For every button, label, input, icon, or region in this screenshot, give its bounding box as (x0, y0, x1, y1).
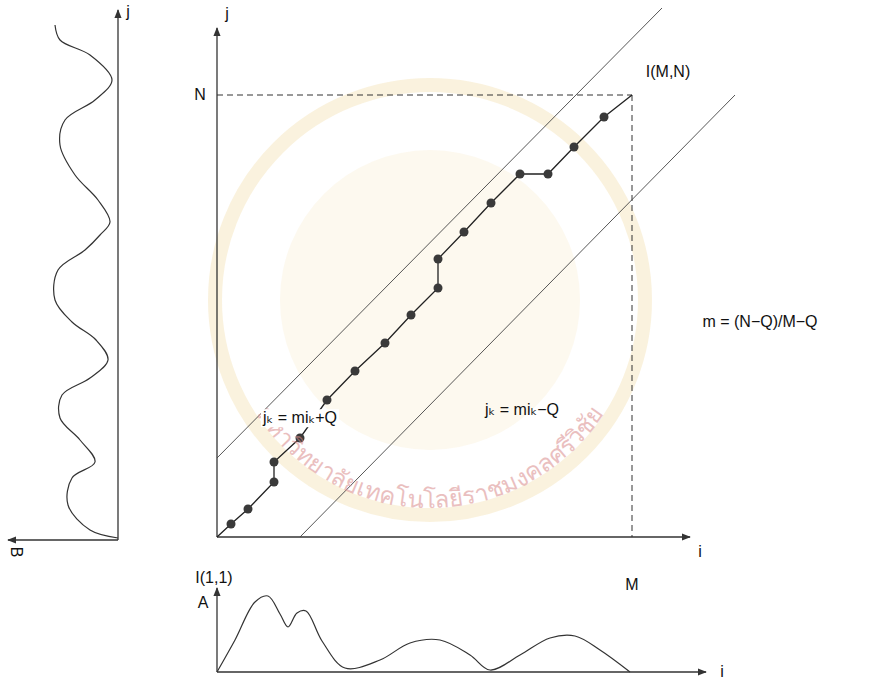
axis-label: j (126, 3, 130, 21)
watermark: มหาวิทยาลัยเทคโนโลยีราชมงคลศรีวิชัย (251, 401, 610, 514)
a-axis-i (217, 671, 706, 672)
path-point (323, 396, 332, 405)
signal-b (54, 25, 118, 538)
slope-equation: m = (N−Q)/M−Q (702, 313, 817, 331)
axis-label: j (225, 5, 229, 23)
path-point (296, 434, 305, 443)
window-equation: jₖ = miₖ+Q (261, 409, 339, 427)
path-point (570, 143, 579, 152)
a-axis-amplitude (216, 588, 217, 672)
signal-a (217, 596, 630, 672)
path-point (381, 339, 390, 348)
axis-value: M (625, 576, 638, 594)
corner-label: I(M,N) (646, 63, 690, 81)
axis-label: i (720, 663, 724, 681)
axis-label: B (7, 547, 25, 558)
path-point (407, 311, 416, 320)
path-point (351, 367, 360, 376)
axis-value: N (194, 86, 206, 104)
upper-window-line (217, 8, 662, 458)
seal-ring (215, 85, 645, 515)
path-point (270, 478, 279, 487)
path-point (227, 520, 236, 529)
path-point (487, 199, 496, 208)
path-point (270, 458, 279, 467)
b-axis-j (117, 10, 118, 540)
b-axis-amplitude (8, 539, 118, 540)
x-axis (217, 536, 690, 537)
path-point (434, 255, 443, 264)
warping-path (217, 95, 632, 537)
path-point (434, 284, 443, 293)
path-point (544, 170, 553, 179)
path-point (244, 505, 253, 514)
window-equation: jₖ = miₖ−Q (485, 401, 559, 419)
y-axis (216, 28, 217, 537)
lower-window-line (300, 95, 735, 537)
path-point (460, 228, 469, 237)
path-point (516, 170, 525, 179)
path-points (227, 113, 609, 529)
axis-label: i (698, 543, 702, 561)
corner-label: I(1,1) (195, 569, 232, 587)
m-bound (632, 95, 633, 537)
axis-label: A (198, 594, 209, 612)
path-point (600, 113, 609, 122)
n-bound (217, 95, 632, 96)
